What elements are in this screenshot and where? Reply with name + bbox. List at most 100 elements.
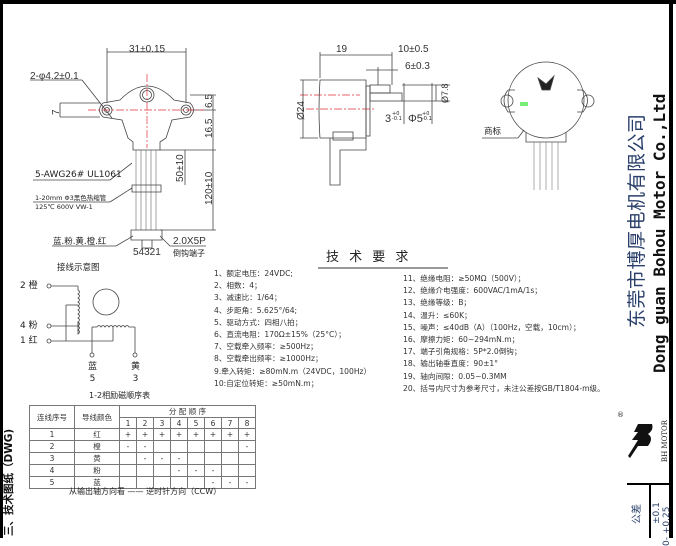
- sequence-cell: [170, 440, 188, 453]
- lead-color: 黄: [131, 362, 141, 372]
- lead-number: 4: [29, 464, 75, 477]
- step-header: 5: [187, 417, 205, 429]
- sequence-cell: [187, 440, 205, 453]
- sequence-cell: [119, 452, 137, 465]
- dim-3-tolerance: +0 -0.1: [392, 111, 402, 122]
- lead-color: 红: [74, 428, 120, 441]
- lead-number: 3: [132, 374, 139, 384]
- requirement-item: 15、噪声：≤40dB（A）（100Hz，空载，10cm）；: [403, 322, 581, 332]
- dim-3: 3: [385, 113, 392, 125]
- requirement-item: 19、轴向间隙：0.05~0.3MM: [403, 371, 507, 381]
- requirement-item: 11、绝缘电阻：≥50MΩ（500V）；: [403, 274, 526, 283]
- dim-width: 31±0.15: [129, 44, 166, 55]
- sequence-cell: +: [170, 428, 188, 441]
- requirement-item: 4、步距角：5.625°/64;: [214, 305, 298, 315]
- lead-color: 粉: [74, 464, 120, 477]
- lead-number: 4: [20, 321, 26, 331]
- sequence-table-caption: 1-2相励磁顺序表: [89, 391, 151, 400]
- sequence-cell: -: [238, 440, 256, 453]
- sequence-cell: [187, 452, 205, 465]
- requirement-item: 8、空载牵出频率：≥1000Hz；: [214, 354, 323, 364]
- dim-7: 7: [51, 109, 62, 115]
- dim-50: 50±10: [175, 154, 186, 182]
- sequence-cell: [153, 440, 171, 453]
- lead-number: 3: [29, 452, 75, 465]
- sequence-cell: [204, 452, 222, 465]
- dim-10: 10±0.5: [398, 44, 429, 55]
- lead-color: 红: [28, 336, 38, 346]
- sequence-cell: +: [187, 428, 205, 441]
- lead-color: 蓝: [88, 362, 98, 372]
- step-header: 3: [153, 417, 171, 429]
- requirement-item: 20、括号内尺寸为参考尺寸，未注公差按GB/T1804-m级。: [403, 383, 605, 393]
- tolerance-value-1: ±0.1: [652, 502, 662, 524]
- dim-6-5: 6.5: [204, 94, 215, 108]
- pin-numbers: 54321: [133, 247, 161, 258]
- dim-d24: Ø24: [296, 101, 307, 120]
- dim-6: 6±0.3: [405, 61, 430, 72]
- lead-number: 5: [29, 476, 75, 489]
- dim-120: 120±10: [204, 171, 215, 205]
- lead-color: 黄: [74, 452, 120, 465]
- requirements-title: 技 术 要 求: [326, 250, 412, 265]
- sequence-cell: -: [204, 464, 222, 477]
- back-view: [482, 61, 595, 190]
- sequence-cell: +: [221, 428, 239, 441]
- direction-note: 从输出轴方向看 —— 逆时针方向（CCW）: [69, 487, 222, 496]
- requirement-item: 2、相数：4；: [214, 281, 262, 291]
- requirement-item: 1、额定电压：24VDC;: [214, 269, 293, 278]
- sequence-cell: -: [136, 440, 154, 453]
- sequence-cell: +: [136, 428, 154, 441]
- step-header: 6: [204, 417, 222, 429]
- connector-type: 倒钩端子: [173, 249, 205, 258]
- left-border: [0, 0, 3, 538]
- header-sequence: 分 配 顺 序: [119, 405, 256, 418]
- centerlines: [88, 74, 375, 148]
- step-header: 8: [238, 417, 256, 429]
- section-title: 三、技术图纸（DWG): [3, 428, 15, 536]
- header-lead-color: 导线颜色: [74, 405, 120, 429]
- sequence-cell: +: [119, 428, 137, 441]
- right-border: [669, 0, 673, 538]
- dim-d78: Ø7.8: [440, 83, 450, 103]
- requirement-item: 3、减速比：1/64；: [214, 293, 282, 303]
- sequence-cell: [221, 464, 239, 477]
- sequence-cell: -: [153, 452, 171, 465]
- requirement-item: 14、温升：≤60K；: [403, 310, 472, 320]
- side-view: [300, 52, 450, 186]
- sequence-cell: -: [119, 440, 137, 453]
- requirement-item: 13、绝缘等级：B；: [403, 298, 472, 308]
- requirement-item: 9.牵入转矩：≥80mN.m（24VDC，100Hz）: [214, 366, 372, 376]
- step-header: 4: [170, 417, 188, 429]
- wire-colors-label: 蓝.粉.黄.橙.红: [53, 237, 107, 247]
- lead-number: 1: [29, 428, 75, 441]
- sequence-cell: -: [238, 476, 256, 489]
- requirements-left: 1、额定电压：24VDC; 2、相数：4； 3、减速比：1/64； 4、步距角：…: [214, 268, 371, 390]
- company-name-cn: 东莞市博厚电机有限公司: [626, 113, 648, 328]
- header-lead-number: 连线序号: [29, 405, 75, 429]
- sleeve-rating: 125℃ 600V VW-1: [35, 203, 93, 211]
- requirement-item: 6、直流电阻：170Ω±15%（25°C）；: [214, 330, 346, 340]
- step-header: 7: [221, 417, 239, 429]
- dim-d5-tolerance: +0 -0.1: [422, 111, 432, 122]
- lead-color: 粉: [28, 321, 38, 331]
- sequence-cell: [136, 464, 154, 477]
- requirement-item: 7、空载牵入频率：≥500Hz；: [214, 342, 318, 352]
- sequence-cell: +: [238, 428, 256, 441]
- requirement-item: 17、端子引角规格：5P*2.0倒钩；: [403, 347, 522, 357]
- wire-label: 5-AWG26# UL1061: [35, 170, 122, 180]
- requirement-item: 18、输出轴垂直度：90±1°: [403, 359, 499, 369]
- lead-color: 橙: [74, 440, 120, 453]
- company-name-en: Dong guan Bohou Motor Co.,Ltd: [650, 93, 669, 373]
- sleeve-label: 1-20mm Φ3黑色热缩管: [35, 194, 107, 202]
- company-logo: [624, 420, 654, 460]
- sequence-cell: [221, 452, 239, 465]
- sequence-cell: -: [187, 464, 205, 477]
